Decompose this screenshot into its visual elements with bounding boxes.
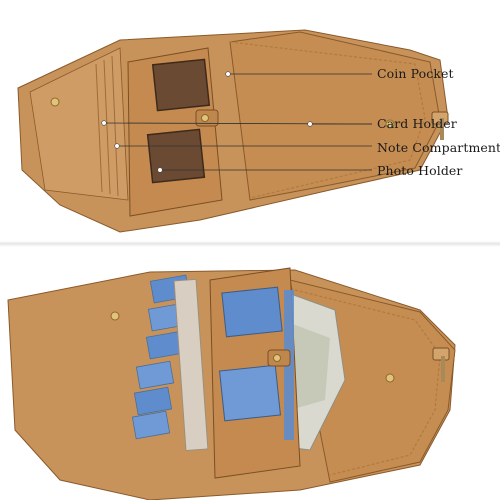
callout-coin-pocket: Coin Pocket (377, 66, 454, 81)
callout-photo-holder: Photo Holder (377, 163, 463, 178)
section-divider (0, 241, 500, 247)
callout-card-holder: Card Holder (377, 116, 457, 131)
wallet-top-view (17, 29, 449, 233)
wallet-filled-view (7, 267, 456, 500)
callout-note-compartment: Note Compartment (377, 140, 500, 155)
